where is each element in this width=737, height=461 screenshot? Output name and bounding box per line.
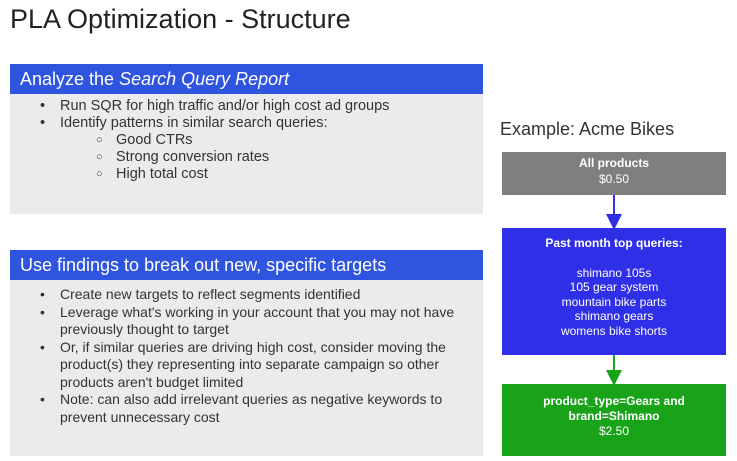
- sub-bullet-list: Good CTRs Strong conversion rates High t…: [60, 132, 483, 183]
- findings-bullet-list: Create new targets to reflect segments i…: [10, 280, 483, 426]
- query-item: shimano 105s: [576, 265, 652, 280]
- page-title: PLA Optimization - Structure: [10, 4, 351, 34]
- box-value: $2.50: [598, 424, 630, 438]
- target-box: product_type=Gears and brand=Shimano $2.…: [502, 384, 726, 456]
- box-title-line1: product_type=Gears and: [543, 394, 685, 408]
- heading-italic-text: Search Query Report: [119, 69, 290, 89]
- sub-list-item: Good CTRs: [96, 132, 483, 149]
- box-value: $0.50: [598, 172, 630, 186]
- box-title: All products: [578, 156, 649, 170]
- example-label: Example: Acme Bikes: [500, 119, 675, 139]
- list-item-text: Identify patterns in similar search quer…: [60, 115, 328, 131]
- box-title-line2: brand=Shimano: [568, 409, 660, 423]
- analyze-panel-heading: Analyze the Search Query Report: [10, 64, 483, 94]
- findings-panel-heading: Use findings to break out new, specific …: [10, 250, 483, 280]
- list-item: Leverage what's working in your account …: [40, 304, 483, 339]
- analyze-panel: Analyze the Search Query Report Run SQR …: [10, 64, 483, 214]
- list-item: Or, if similar queries are driving high …: [40, 339, 483, 392]
- all-products-box: All products $0.50: [502, 152, 726, 195]
- sub-list-item: High total cost: [96, 166, 483, 183]
- list-item: Note: can also add irrelevant queries as…: [40, 391, 483, 426]
- list-item: Identify patterns in similar search quer…: [40, 115, 483, 183]
- query-item: shimano gears: [574, 309, 654, 323]
- heading-text: Analyze the: [20, 69, 120, 89]
- query-item: mountain bike parts: [561, 294, 667, 309]
- box-title: Past month top queries:: [545, 236, 683, 250]
- list-item: Run SQR for high traffic and/or high cos…: [40, 98, 483, 115]
- analyze-bullet-list: Run SQR for high traffic and/or high cos…: [10, 94, 483, 183]
- list-item: Create new targets to reflect segments i…: [40, 286, 483, 304]
- query-item: womens bike shorts: [560, 323, 668, 338]
- findings-panel: Use findings to break out new, specific …: [10, 250, 483, 456]
- query-item: 105 gear system: [569, 280, 659, 294]
- sub-list-item: Strong conversion rates: [96, 149, 483, 166]
- top-queries-box: Past month top queries: shimano 105s 105…: [502, 228, 726, 355]
